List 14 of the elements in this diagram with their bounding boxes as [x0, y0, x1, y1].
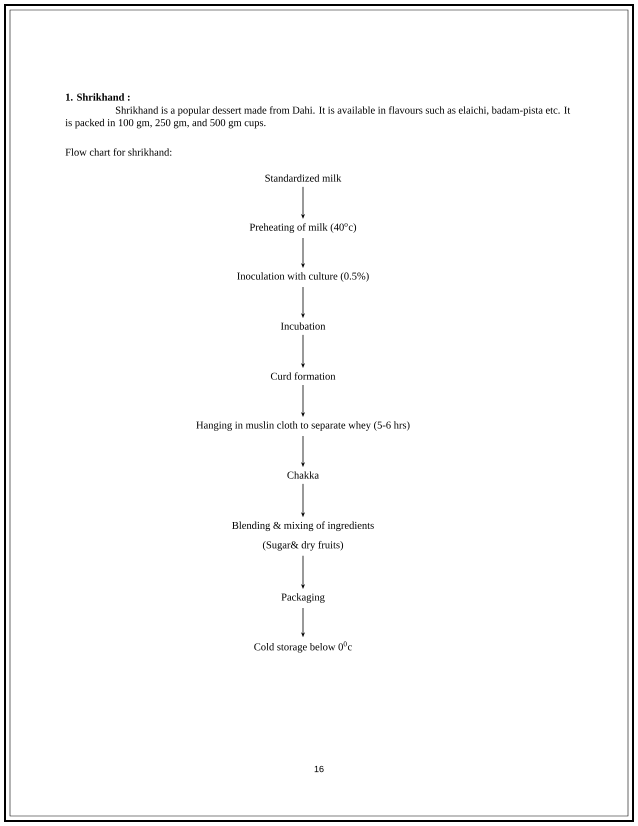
step-text: Inoculation with culture (0.5%)	[237, 272, 369, 282]
text-line: Flow chart for shrikhand:	[66, 148, 172, 156]
step-text: Preheating of milk (40$^{o}$c)	[250, 223, 356, 233]
step-text: Blending & mixing of ingredients (Sugar& dry fruits)	[232, 521, 374, 551]
step-text: Curd formation	[270, 372, 336, 380]
step-text: Hanging in muslin cloth to separate whey (5-6 hrs)	[196, 421, 410, 431]
page-number: 16	[314, 766, 324, 772]
step-text: Cold storage below 0$^{0}$c	[254, 641, 352, 653]
step-text: Chakka	[287, 471, 319, 479]
step-text: Standardized milk	[265, 174, 342, 182]
paragraph: Shrikhand is a popular dessert made from Dahi. It is available in flavours such as elaichi, badam-pista etc. It is packed in 100 gm, 250 gm, and 500 gm cups.	[65, 106, 570, 128]
section-title: 1. Shrikhand :	[66, 93, 130, 101]
step-text: Packaging	[281, 593, 325, 603]
step-text: Incubation	[280, 322, 326, 330]
